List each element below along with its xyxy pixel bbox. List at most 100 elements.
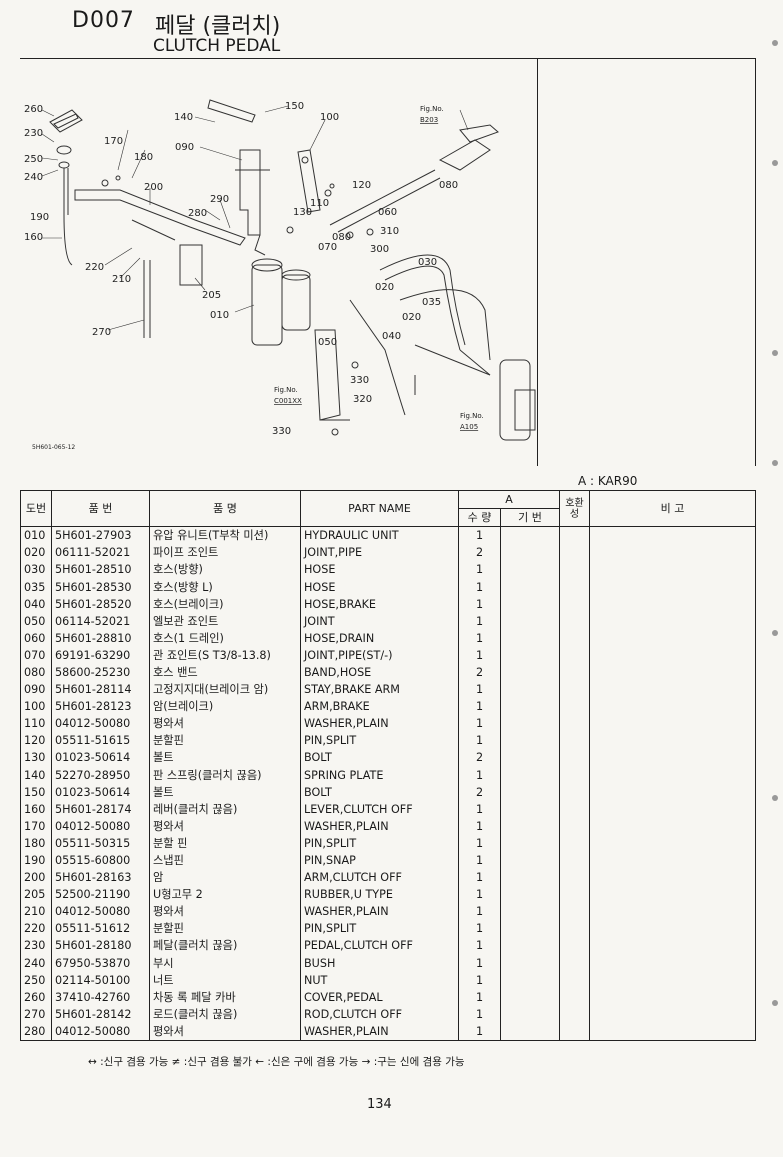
cell-part-number: 05515-60800 <box>51 851 150 870</box>
cell-part-number: 5H601-28123 <box>51 698 150 716</box>
cell-remarks <box>589 646 756 664</box>
cell-name-korean: 호스(방향) <box>149 561 301 579</box>
cell-name-korean: 부시 <box>149 954 301 972</box>
cell-remarks <box>589 1022 756 1041</box>
header-part-name: PART NAME <box>300 489 459 528</box>
cell-ref: 180 <box>20 834 52 852</box>
cell-ref: 200 <box>20 869 52 887</box>
callout-label: 080 <box>439 180 458 191</box>
cell-quantity: 1 <box>458 937 501 955</box>
cell-part-number: 06111-52021 <box>51 544 150 562</box>
cell-ref: 110 <box>20 715 52 733</box>
cell-part-name: PIN,SPLIT <box>300 834 459 852</box>
fig-ref-label: Fig.No. <box>420 105 444 113</box>
callout-label: 280 <box>188 208 207 219</box>
header-interchange: 호환성 <box>559 489 590 528</box>
cell-ref: 205 <box>20 886 52 904</box>
cell-name-korean: 암 <box>149 869 301 887</box>
cell-remarks <box>589 920 756 938</box>
callout-label: 020 <box>375 282 394 293</box>
cell-part-name: ROD,CLUTCH OFF <box>300 1005 459 1023</box>
cell-model-serial <box>500 526 560 545</box>
leader-lines <box>41 105 469 331</box>
cell-part-number: 5H601-28142 <box>51 1005 150 1023</box>
cell-ref: 060 <box>20 629 52 647</box>
cell-name-korean: 평와셔 <box>149 1022 301 1041</box>
cell-part-number: 5H601-28114 <box>51 681 150 699</box>
cell-remarks <box>589 578 756 596</box>
callout-label: 230 <box>24 128 43 139</box>
cell-part-number: 69191-63290 <box>51 646 150 664</box>
cell-quantity: 1 <box>458 817 501 835</box>
cell-remarks <box>589 886 756 904</box>
cell-name-korean: 고정지지대(브레이크 암) <box>149 681 301 699</box>
cell-name-korean: 볼트 <box>149 749 301 767</box>
cell-quantity: 1 <box>458 1022 501 1041</box>
fig-ref-number: C001XX <box>274 397 302 405</box>
cell-quantity: 1 <box>458 629 501 647</box>
cell-name-korean: 볼트 <box>149 783 301 801</box>
header-part-number: 품 번 <box>51 489 150 528</box>
fig-ref-label: Fig.No. <box>460 412 484 420</box>
callout-label: 250 <box>24 154 43 165</box>
cell-name-korean: 분할 핀 <box>149 834 301 852</box>
cell-name-korean: 엘보관 죠인트 <box>149 612 301 630</box>
callout-label: 300 <box>370 244 389 255</box>
cell-model-serial <box>500 749 560 767</box>
cell-quantity: 1 <box>458 646 501 664</box>
cell-model-serial <box>500 561 560 579</box>
cell-part-name: WASHER,PLAIN <box>300 903 459 921</box>
cell-quantity: 1 <box>458 886 501 904</box>
cell-part-name: BOLT <box>300 783 459 801</box>
cell-remarks <box>589 749 756 767</box>
cell-quantity: 1 <box>458 1005 501 1023</box>
cell-ref: 190 <box>20 851 52 870</box>
cell-ref: 250 <box>20 971 52 989</box>
cell-quantity: 1 <box>458 698 501 716</box>
cell-part-name: HOSE <box>300 561 459 579</box>
cell-quantity: 1 <box>458 526 501 545</box>
cell-remarks <box>589 526 756 545</box>
cell-ref: 130 <box>20 749 52 767</box>
cell-interchange <box>559 715 590 733</box>
cell-part-name: ARM,CLUTCH OFF <box>300 869 459 887</box>
cell-interchange <box>559 971 590 989</box>
cell-ref: 230 <box>20 937 52 955</box>
cell-part-name: BUSH <box>300 954 459 972</box>
cell-part-name: HOSE,BRAKE <box>300 595 459 613</box>
cell-ref: 170 <box>20 817 52 835</box>
callout-label: 050 <box>318 337 337 348</box>
cell-part-number: 05511-50315 <box>51 834 150 852</box>
cell-part-name: JOINT,PIPE(ST/-) <box>300 646 459 664</box>
cell-ref: 260 <box>20 988 52 1006</box>
cell-interchange <box>559 526 590 545</box>
cell-quantity: 1 <box>458 612 501 630</box>
cell-part-number: 5H601-28530 <box>51 578 150 596</box>
cell-part-number: 58600-25230 <box>51 663 150 682</box>
cell-remarks <box>589 834 756 852</box>
header-name-korean: 품 명 <box>149 489 301 528</box>
cell-name-korean: 평와셔 <box>149 715 301 733</box>
cell-ref: 160 <box>20 800 52 818</box>
cell-name-korean: 차동 록 페달 카바 <box>149 988 301 1006</box>
cell-model-serial <box>500 937 560 955</box>
callout-label: 070 <box>318 242 337 253</box>
fig-references: Fig.No. B203 Fig.No. C001XX Fig.No. A105 <box>274 105 484 431</box>
cell-model-serial <box>500 766 560 784</box>
cell-quantity: 1 <box>458 851 501 870</box>
cell-quantity: 1 <box>458 561 501 579</box>
cell-interchange <box>559 663 590 682</box>
callout-label: 150 <box>285 101 304 112</box>
callout-label: 010 <box>210 310 229 321</box>
cell-model-serial <box>500 920 560 938</box>
cell-interchange <box>559 851 590 870</box>
